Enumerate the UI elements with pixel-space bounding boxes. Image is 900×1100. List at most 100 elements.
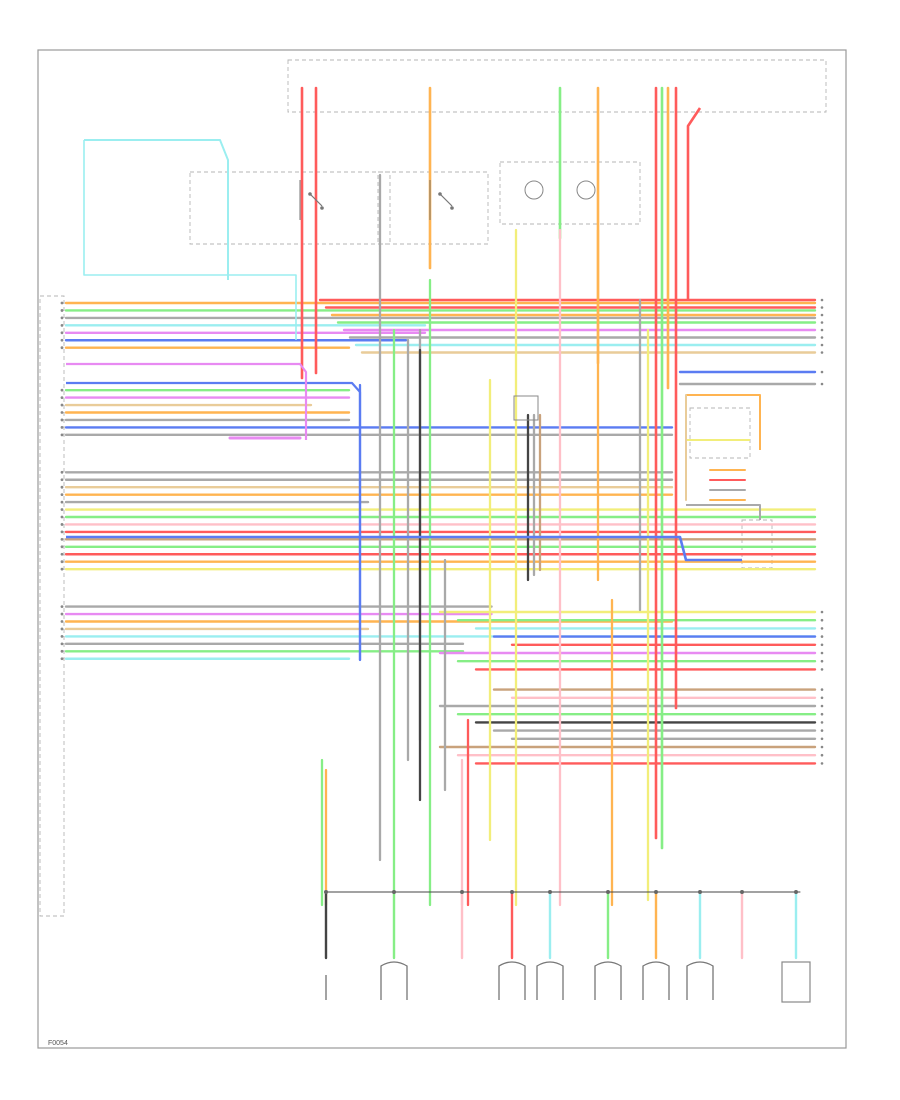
wire-path xyxy=(686,107,702,300)
connector-pin xyxy=(60,426,64,429)
connector-pin xyxy=(820,745,824,749)
connector-pin xyxy=(60,323,64,327)
connector-pin xyxy=(60,635,64,638)
relay-box-left xyxy=(189,171,391,245)
connector-node xyxy=(794,890,798,894)
connector-pin xyxy=(60,316,64,320)
connector-pin xyxy=(60,500,64,504)
connector-pin xyxy=(60,478,64,482)
connector-pin xyxy=(820,298,824,302)
wire-path xyxy=(84,139,229,280)
connector-pin xyxy=(820,635,824,638)
connector-node xyxy=(392,890,396,894)
connector-pin xyxy=(60,567,64,571)
connector-pin xyxy=(60,530,64,534)
connector-pin xyxy=(60,537,64,541)
connector-pin xyxy=(60,657,64,661)
connector-pin xyxy=(820,382,824,386)
component-layer xyxy=(60,180,824,1003)
connector-node xyxy=(654,890,658,894)
connector-pin xyxy=(60,627,64,631)
connector-node xyxy=(324,890,328,894)
connector-node xyxy=(606,890,610,894)
connector-node xyxy=(698,890,702,894)
connector-node xyxy=(740,890,744,894)
connector-pin xyxy=(60,493,64,497)
connector-pin xyxy=(60,470,64,474)
connector-pin xyxy=(60,508,64,511)
sensor-plug xyxy=(781,961,811,1003)
wire-path xyxy=(686,394,761,450)
relay-module-right xyxy=(689,407,751,459)
connector-pin xyxy=(60,396,64,399)
connector-pin xyxy=(60,545,64,549)
connector-pin xyxy=(820,313,824,317)
connector-pin xyxy=(820,627,824,630)
connector-pin xyxy=(820,762,824,765)
ignition-module-box xyxy=(499,161,641,225)
module-symbol xyxy=(524,180,544,200)
connector-pin xyxy=(820,336,824,339)
connector-pin xyxy=(60,309,64,312)
connector-pin xyxy=(820,618,824,622)
top-fuse-box xyxy=(287,59,827,113)
connector-pin xyxy=(820,696,824,700)
connector-pin xyxy=(60,331,64,335)
connector-pin xyxy=(820,343,824,347)
wire-layer xyxy=(64,86,817,960)
wire-path xyxy=(83,140,297,340)
connector-pin xyxy=(60,552,64,556)
relay-switch xyxy=(439,193,453,207)
connector-node xyxy=(548,890,552,894)
relay-contact xyxy=(308,192,312,196)
relay-box-right xyxy=(377,171,489,245)
connector-pin xyxy=(60,301,64,305)
injector-plug xyxy=(642,961,670,1000)
ecm-left-block xyxy=(39,295,65,917)
connector-pin xyxy=(60,612,64,616)
relay-contact xyxy=(438,192,442,196)
connector-pin xyxy=(820,321,824,324)
connector-pin xyxy=(820,306,824,309)
connector-pin xyxy=(60,433,64,437)
connector-pin xyxy=(820,729,824,732)
injector-plug xyxy=(536,961,564,1000)
connector-node xyxy=(510,890,514,894)
connector-pin xyxy=(60,642,64,646)
connector-pin xyxy=(60,403,64,407)
diagram-frame xyxy=(37,49,847,1049)
relay-switch xyxy=(309,193,323,207)
connector-pin xyxy=(820,668,824,671)
injector-plug xyxy=(686,961,714,1000)
connector-pin xyxy=(820,610,824,614)
connector-pin xyxy=(60,411,64,414)
connector-pin xyxy=(60,523,64,526)
injector-plug xyxy=(380,961,408,1000)
connector-pin xyxy=(60,620,64,623)
connector-pin xyxy=(820,712,824,716)
connector-pin xyxy=(820,328,824,332)
connector-pin xyxy=(60,605,64,608)
wire-path xyxy=(66,381,362,660)
connector-pin xyxy=(820,651,824,655)
connector-pin xyxy=(60,338,64,342)
connector-pin xyxy=(820,643,824,647)
connector-pin xyxy=(820,737,824,741)
connector-pin xyxy=(820,704,824,708)
connector-pin xyxy=(820,721,824,724)
connector-pin xyxy=(820,351,824,354)
injector-plug xyxy=(498,961,526,1000)
wire-path xyxy=(686,504,761,520)
connector-pin xyxy=(820,688,824,691)
module-symbol xyxy=(576,180,596,200)
connector-node xyxy=(460,890,464,894)
connector-pin xyxy=(60,560,64,564)
relay-contact xyxy=(450,206,454,210)
injector-plug xyxy=(594,961,622,1000)
connector-pin xyxy=(60,515,64,519)
connector-pin xyxy=(820,753,824,757)
connector-pin xyxy=(60,418,64,422)
connector-pin xyxy=(60,388,64,392)
connector-pin xyxy=(820,659,824,663)
